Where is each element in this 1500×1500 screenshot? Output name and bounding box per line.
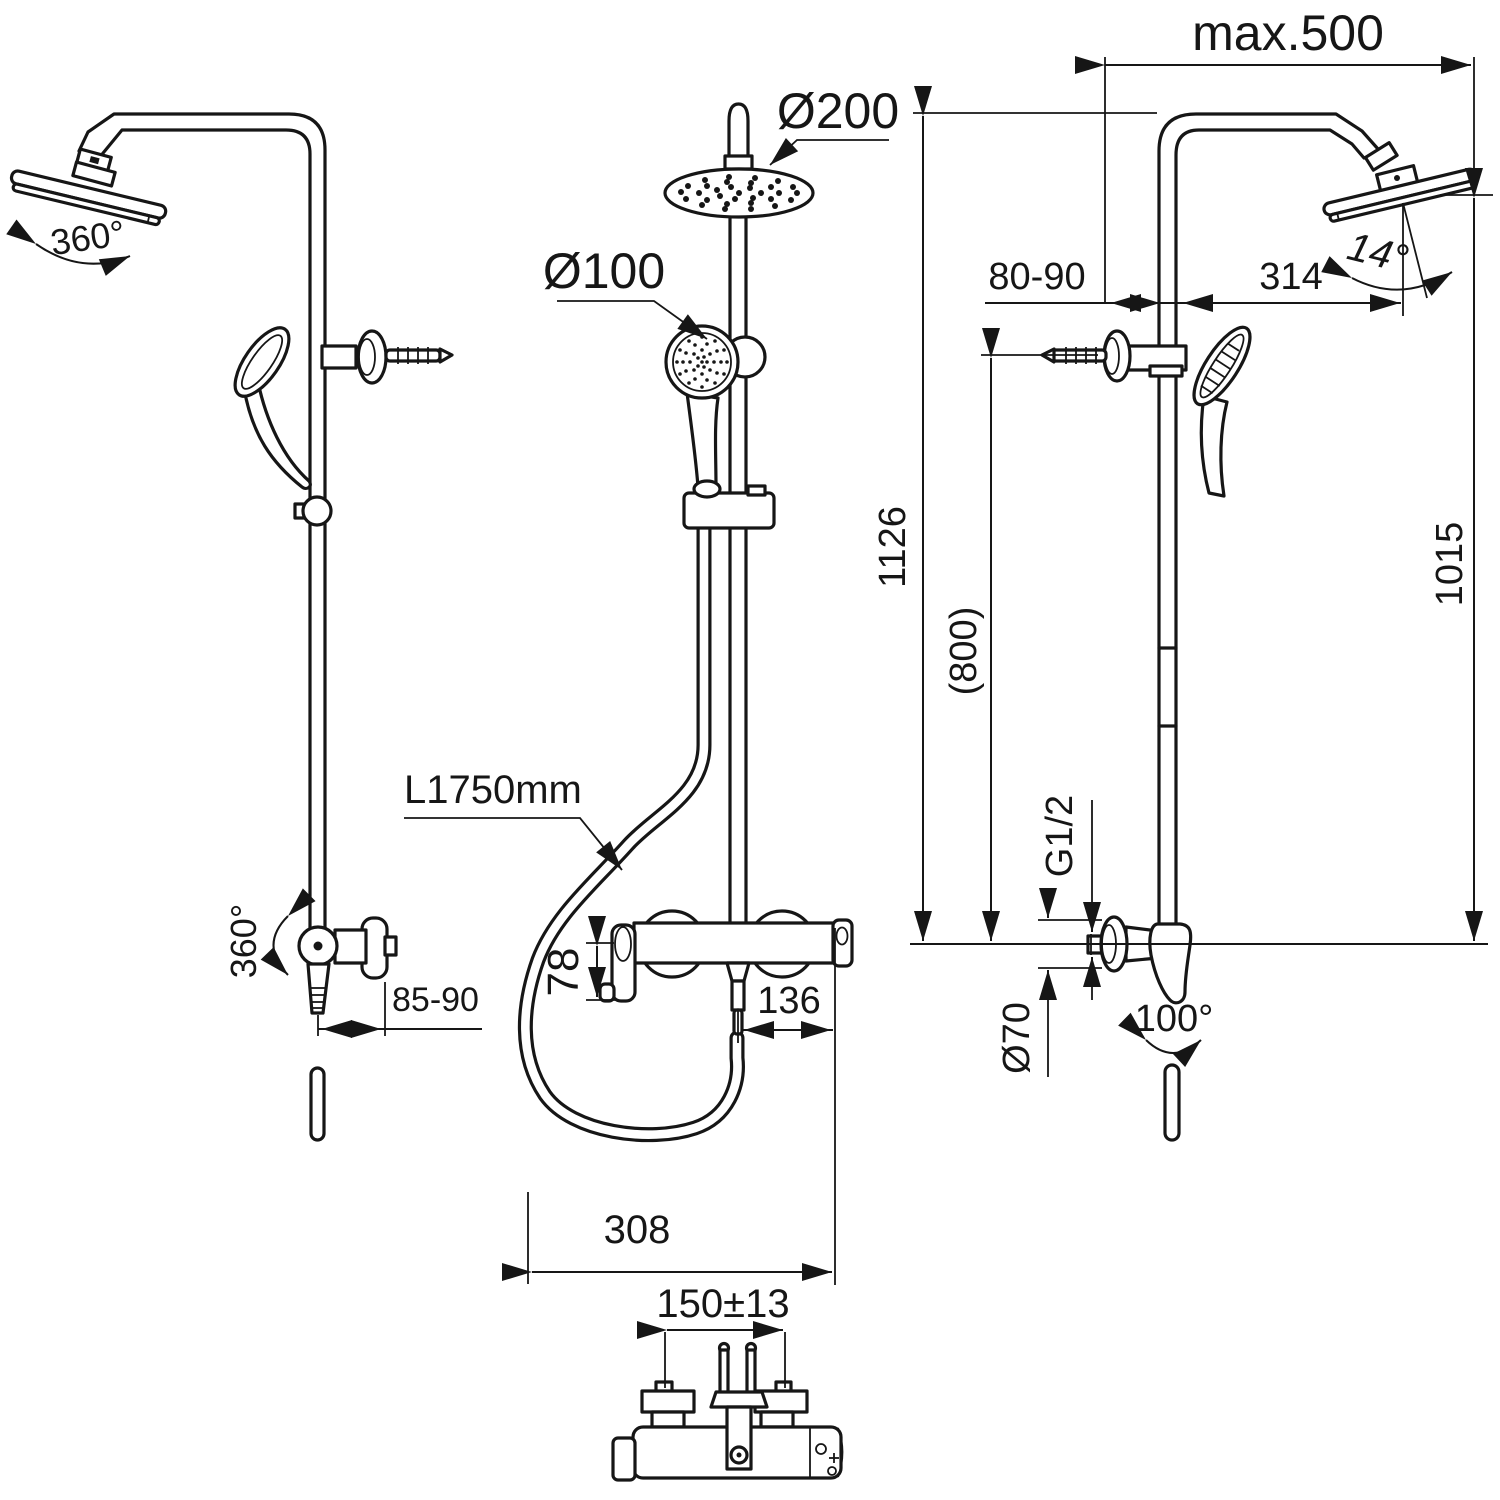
label-head-height: 1015 <box>1429 522 1471 607</box>
label-hand-shower-diameter: Ø100 <box>543 243 665 299</box>
dimension-wall-clearance: 80-90 <box>985 256 1401 312</box>
hand-shower-front <box>664 324 767 499</box>
riser-pipe-right <box>1157 112 1380 932</box>
label-mixer-drop: 78 <box>539 948 588 997</box>
dimension-mixer-drop: 78 <box>539 916 616 1001</box>
dimension-rail-height: (800) <box>943 328 1098 941</box>
mixer-right <box>1086 915 1193 1005</box>
dimension-outlet-offset: 136 <box>737 928 836 1285</box>
riser-pipe-left <box>77 112 327 940</box>
dimension-head-diameter: Ø200 <box>769 83 899 166</box>
label-max-width: max.500 <box>1192 5 1384 61</box>
rail-holder-front <box>682 484 776 530</box>
mixer-lever-right <box>1163 1063 1181 1142</box>
label-total-height: 1126 <box>872 506 914 588</box>
label-head-tilt: 14° <box>1343 224 1412 281</box>
label-wall-distance: 85-90 <box>392 981 479 1019</box>
mixer-rotation-arc <box>260 888 316 976</box>
front-view: Ø200 Ø100 L1750mm 78 136 <box>404 83 899 1285</box>
dimension-head-tilt: 14° <box>1321 202 1453 316</box>
mixer-outlet <box>725 961 751 983</box>
dimension-wall-distance: 85-90 <box>317 981 482 1038</box>
label-rosette-diameter: Ø70 <box>996 1002 1038 1074</box>
label-mixer-width: 308 <box>604 1208 671 1252</box>
wall-bracket-left <box>320 329 454 385</box>
overhead-shower-front <box>663 102 815 219</box>
overhead-shower-nozzles <box>678 174 800 212</box>
detail-pins <box>717 1341 758 1395</box>
label-outlet-offset: 136 <box>757 980 820 1022</box>
mixer-front <box>598 918 854 1036</box>
shower-hose <box>517 490 745 1143</box>
left-side-view: 360° <box>6 112 482 1142</box>
dimension-mixer-width: 308 <box>502 1192 832 1284</box>
dimension-max-width: max.500 <box>1075 5 1475 303</box>
mixer-lever-left <box>309 1066 326 1142</box>
dimension-total-height: 1126 <box>872 86 1157 941</box>
dimension-hose-length: L1750mm <box>404 768 623 871</box>
label-head-diameter: Ø200 <box>777 83 899 139</box>
head-swivel-joint-right <box>1363 141 1399 172</box>
label-rail-height: (800) <box>943 607 985 696</box>
detail-body <box>611 1380 844 1482</box>
right-side-view: max.500 80-90 314 14° 1126 <box>872 5 1493 1142</box>
hand-shower-left <box>233 326 312 491</box>
dimension-hand-shower-diameter: Ø100 <box>543 243 708 340</box>
dimension-thread-size: G1/2 <box>1039 795 1101 1000</box>
overhead-shower-left <box>9 169 168 227</box>
head-rotation-arc <box>6 219 131 276</box>
label-mixer-rotation: 360° <box>223 904 264 978</box>
label-wall-clearance: 80-90 <box>988 256 1085 298</box>
dimension-inlet-spacing: 150±13 <box>637 1282 790 1388</box>
label-arm-reach: 314 <box>1259 256 1322 298</box>
mixer-left <box>297 916 398 1015</box>
label-thread-size: G1/2 <box>1039 795 1081 877</box>
riser-pipe-left-inner <box>97 128 312 940</box>
mixer-detail-view: 150±13 <box>611 1282 844 1482</box>
dimension-head-height: 1015 <box>1429 168 1493 941</box>
overhead-shower-right <box>1322 167 1478 223</box>
label-lever-swing: 100° <box>1135 998 1214 1040</box>
hand-shower-right <box>1192 325 1252 498</box>
label-hose-length: L1750mm <box>404 768 582 812</box>
dimension-rosette-diameter: Ø70 <box>996 888 1102 1077</box>
label-head-rotation: 360° <box>48 212 127 263</box>
wall-bracket-right <box>1040 329 1188 383</box>
dimension-arm-reach: 314 <box>1259 256 1400 312</box>
mixer-temp-handle <box>610 923 637 1003</box>
label-inlet-spacing: 150±13 <box>656 1282 789 1326</box>
dimension-lever-swing: 100° <box>1118 998 1214 1068</box>
rail-slider-left <box>293 495 333 527</box>
head-cone <box>71 160 117 188</box>
joint-notch <box>89 156 100 165</box>
riser-pipe-right-inner <box>1174 128 1366 932</box>
